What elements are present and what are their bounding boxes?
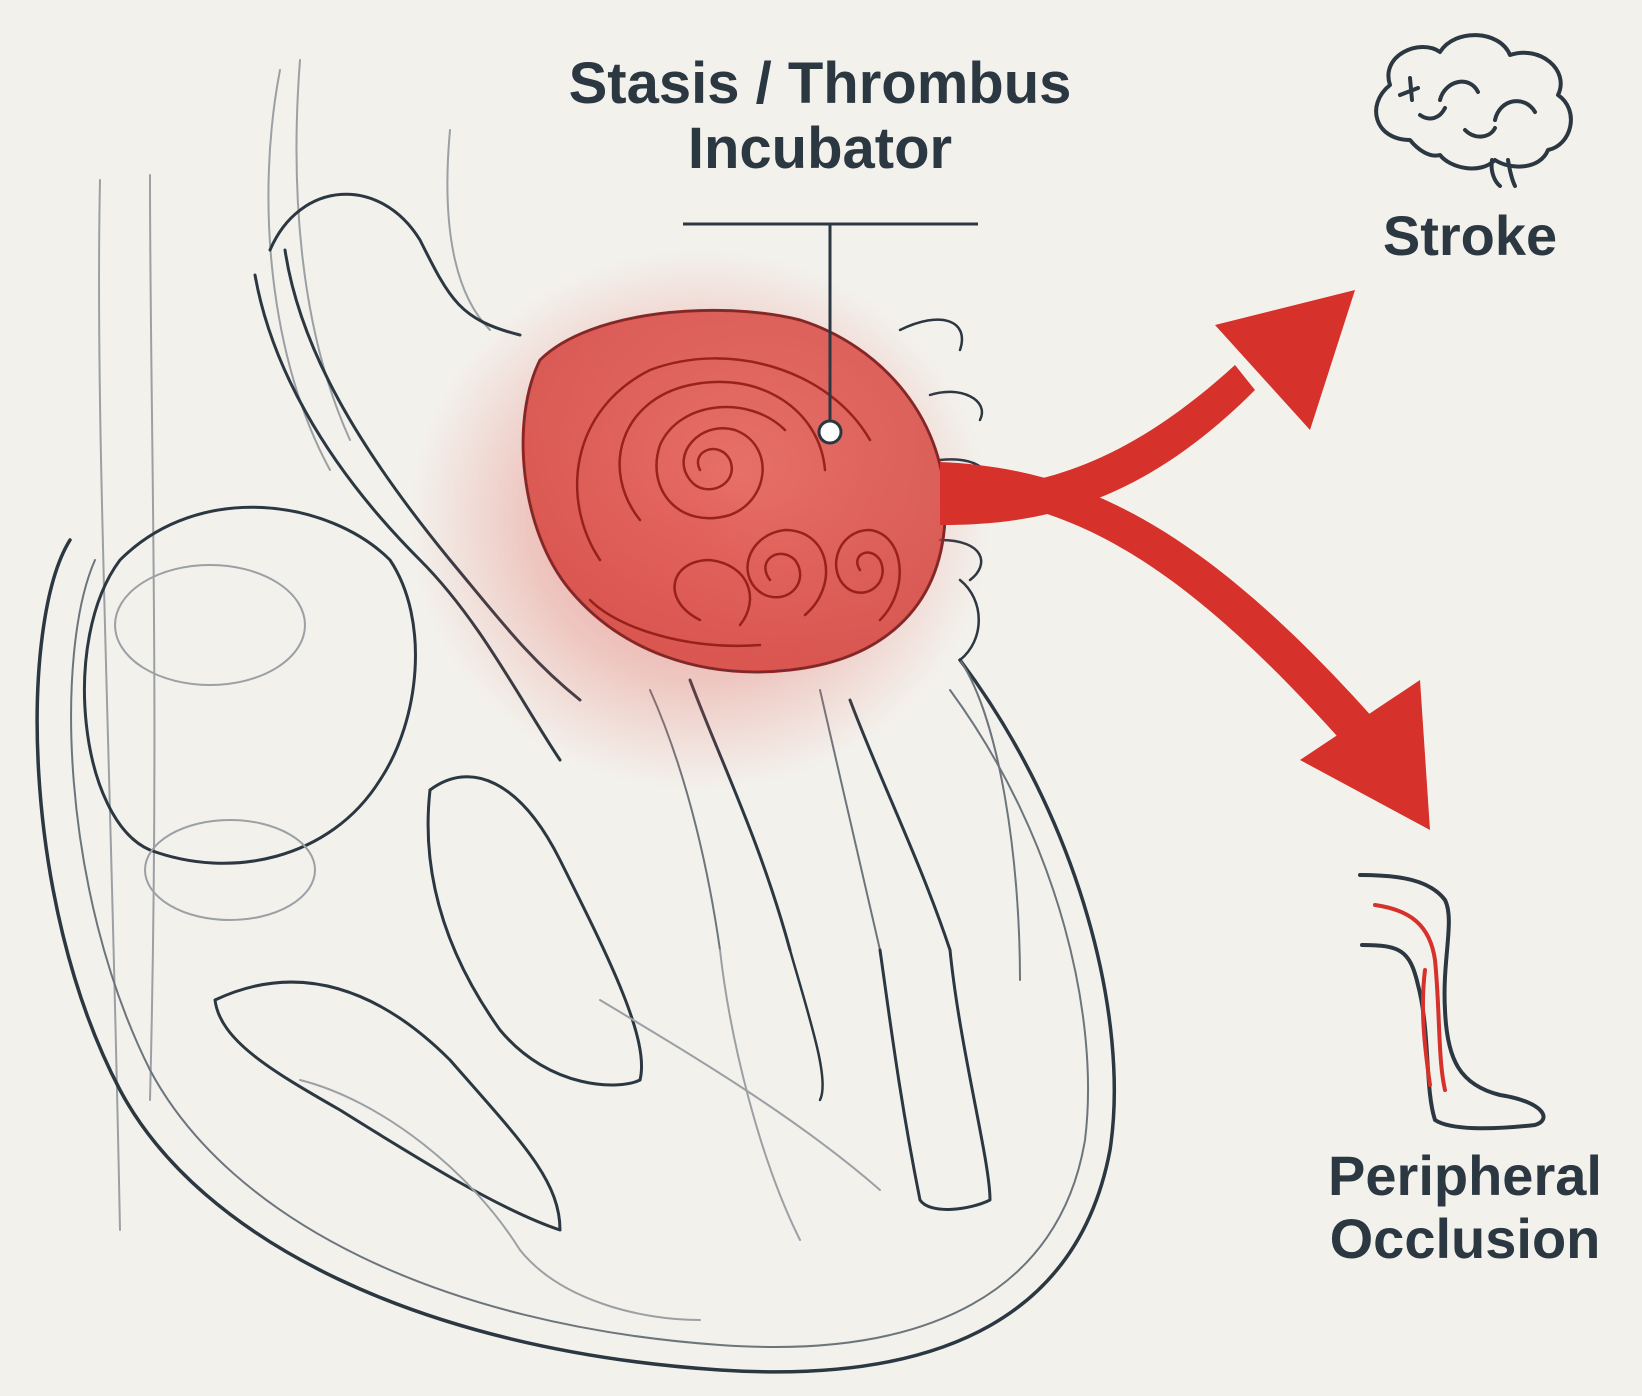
callout-label: Stasis / Thrombus Incubator [520, 52, 1120, 182]
arrow-head-stroke [1215, 290, 1355, 430]
callout-line-1: Stasis / Thrombus [520, 52, 1120, 117]
callout-line-2: Incubator [520, 117, 1120, 182]
peripheral-line-1: Peripheral [1290, 1145, 1640, 1208]
leg-icon [1360, 875, 1543, 1128]
left-atrium-thrombus [410, 250, 990, 790]
peripheral-line-2: Occlusion [1290, 1208, 1640, 1271]
stroke-label: Stroke [1340, 205, 1600, 268]
brain-icon [1376, 35, 1571, 186]
peripheral-occlusion-label: Peripheral Occlusion [1290, 1145, 1640, 1270]
embolic-arrows [940, 290, 1430, 830]
